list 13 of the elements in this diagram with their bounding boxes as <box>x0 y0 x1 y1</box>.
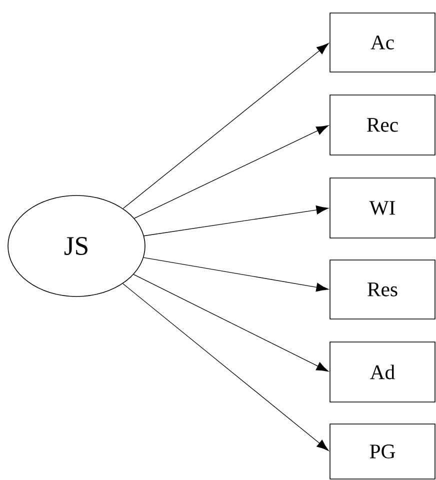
process-box: Ac <box>330 12 436 72</box>
process-box: Rec <box>330 94 436 156</box>
arrow <box>144 206 328 236</box>
process-box: PG <box>330 424 436 480</box>
arrow <box>134 125 329 219</box>
process-box: Res <box>330 260 436 320</box>
arrow <box>122 283 329 451</box>
arrow <box>143 257 328 292</box>
arrow <box>122 43 329 209</box>
ellipse-node: JS <box>8 195 146 297</box>
process-box: Ad <box>330 342 436 402</box>
arrow <box>133 274 329 372</box>
process-box: WI <box>330 178 436 238</box>
